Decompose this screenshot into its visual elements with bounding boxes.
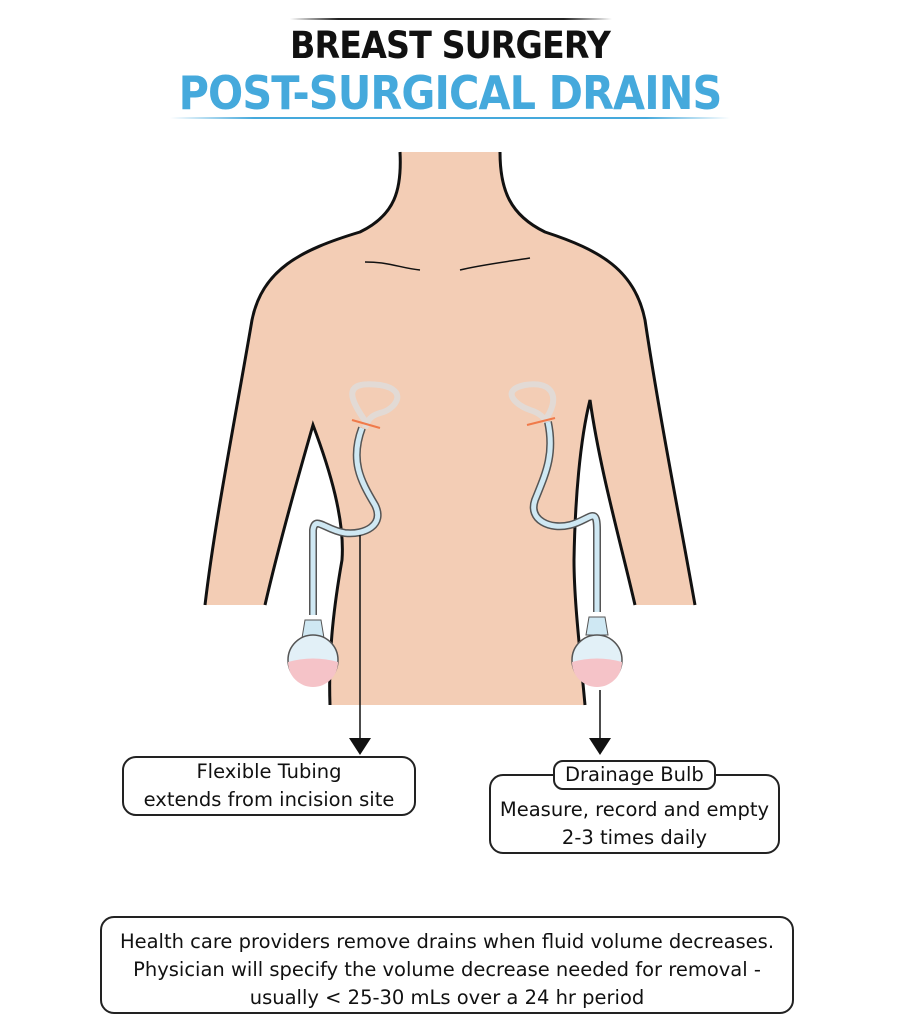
bulb-label-line1: Measure, record and empty xyxy=(499,798,770,821)
right-drain xyxy=(508,381,623,687)
tubing-label-box: Flexible Tubing extends from incision si… xyxy=(122,756,416,816)
note-line2: Physician will specify the volume decrea… xyxy=(133,958,761,981)
left-drain xyxy=(287,381,401,687)
bulb-arrow xyxy=(589,738,611,755)
note-line1: Health care providers remove drains when… xyxy=(119,930,775,953)
subtitle: POST-SURGICAL DRAINS xyxy=(178,66,723,120)
note-line3: usually < 25-30 mLs over a 24 hr period xyxy=(249,986,645,1009)
torso-body xyxy=(205,152,695,705)
bulb-label-title: Drainage Bulb xyxy=(553,760,716,790)
bottom-rule xyxy=(170,117,730,119)
tubing-label-line2: extends from incision site xyxy=(143,788,395,811)
top-rule xyxy=(290,18,612,20)
bulb-label-line2: 2-3 times daily xyxy=(561,826,708,849)
tubing-label-line1: Flexible Tubing xyxy=(196,760,342,783)
removal-note-box: Health care providers remove drains when… xyxy=(100,916,794,1014)
title: BREAST SURGERY xyxy=(290,24,611,67)
tubing-arrow xyxy=(349,738,371,755)
